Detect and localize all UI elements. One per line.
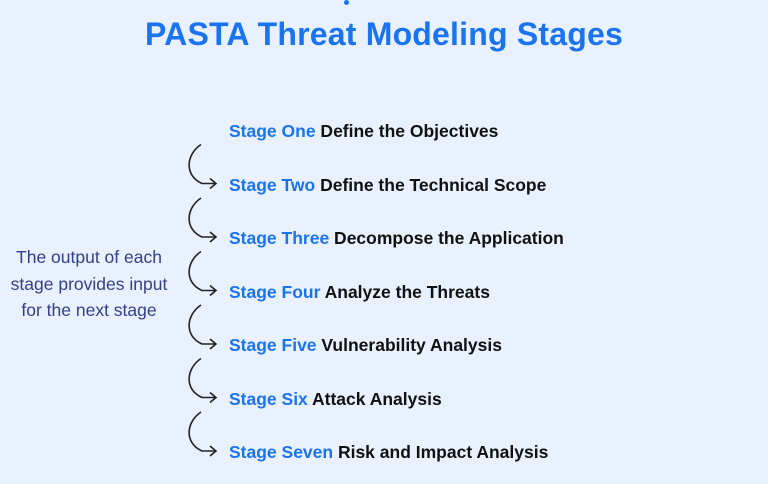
stage-label: Stage One	[229, 121, 316, 141]
arrowhead-icon	[209, 338, 218, 350]
stage-description: Risk and Impact Analysis	[333, 442, 549, 462]
curved-arrow-icon	[188, 143, 216, 185]
stage-item: Stage Five Vulnerability Analysis	[229, 334, 502, 356]
stage-label: Stage Two	[229, 174, 316, 195]
arrowhead-icon	[209, 177, 218, 190]
stage-label: Stage Three	[229, 228, 330, 248]
arrowhead-icon	[209, 284, 218, 297]
curved-arrow-icon	[188, 197, 216, 238]
stage-label: Stage Six	[229, 388, 308, 409]
stage-description: Decompose the Application	[329, 228, 564, 248]
flow-note: The output of each stage provides input …	[10, 247, 168, 321]
curved-arrow-icon	[188, 250, 216, 292]
decorative-dot	[344, 0, 349, 5]
page-title: PASTA Threat Modeling Stages	[145, 16, 623, 52]
stage-item: Stage Seven Risk and Impact Analysis	[229, 441, 548, 463]
stage-description: Vulnerability Analysis	[316, 335, 502, 355]
stage-item: Stage Six Attack Analysis	[229, 388, 442, 410]
stage-description: Define the Technical Scope	[315, 174, 547, 195]
curved-arrow-icon	[188, 411, 216, 452]
curved-arrow-icon	[188, 357, 216, 399]
arrowhead-icon	[209, 231, 218, 243]
stage-description: Attack Analysis	[307, 388, 442, 409]
stage-label: Stage Five	[229, 335, 317, 355]
curved-arrow-icon	[188, 304, 216, 345]
stage-description: Analyze the Threats	[320, 281, 490, 302]
stage-item: Stage One Define the Objectives	[229, 120, 498, 142]
arrowhead-icon	[209, 445, 218, 457]
stage-label: Stage Four	[229, 281, 321, 302]
stage-item: Stage Four Analyze the Threats	[229, 281, 490, 303]
stage-item: Stage Two Define the Technical Scope	[229, 174, 546, 196]
arrowhead-icon	[209, 391, 218, 404]
stage-label: Stage Seven	[229, 442, 334, 462]
stage-item: Stage Three Decompose the Application	[229, 227, 564, 249]
stage-description: Define the Objectives	[315, 121, 499, 141]
